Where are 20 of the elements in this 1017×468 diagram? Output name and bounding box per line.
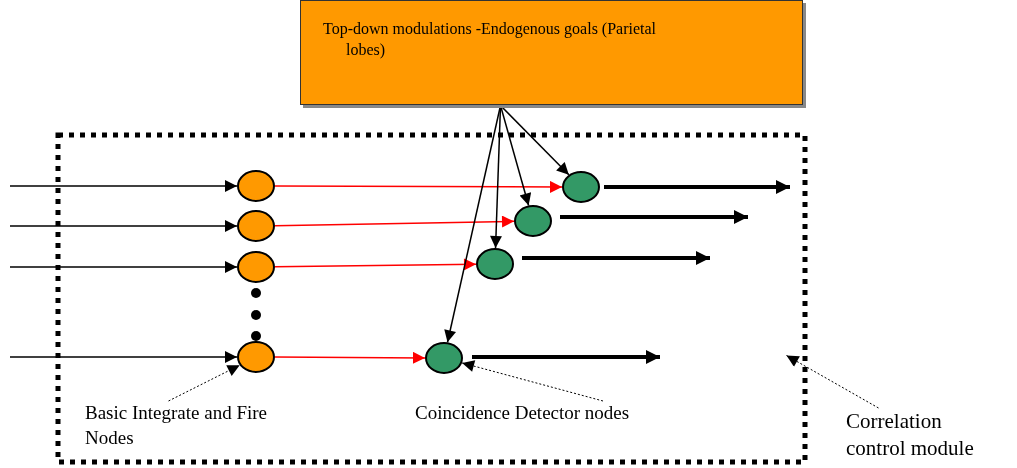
arrow [9,351,238,363]
arrow [9,261,238,273]
output-arrow [604,180,790,194]
arrow [274,180,563,193]
annotation-text: Correlation control module [846,408,975,463]
arrow [9,220,238,232]
box-heading: Top-down modulations -Endogenous goals (Parietal lobes) [322,19,658,61]
leader-line [168,364,241,402]
annotation-text: Coincidence Detector nodes [415,401,631,425]
leader-line [786,355,879,409]
output-arrow [472,350,660,364]
arrow [274,258,477,271]
arrow [9,180,238,192]
output-arrow [522,251,710,265]
output-arrow [560,210,748,224]
annotation-text: Basic Integrate and Fire Nodes [85,401,268,450]
arrow [274,215,515,228]
arrow [274,351,426,364]
modulation-box [300,0,803,105]
leader-line [461,360,604,402]
